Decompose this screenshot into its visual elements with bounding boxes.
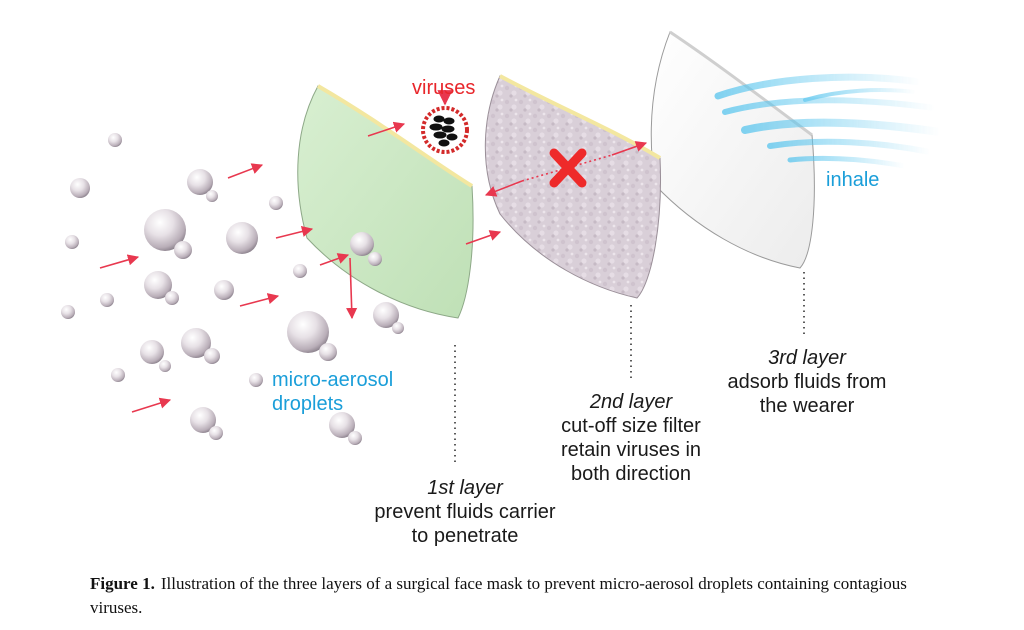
arrows xyxy=(99,90,648,413)
droplet-icon xyxy=(319,343,337,361)
droplet-icon xyxy=(140,340,164,364)
droplet-icon xyxy=(226,222,258,254)
droplet-icon xyxy=(350,232,374,256)
arrow-icon xyxy=(99,254,140,269)
droplet-icon xyxy=(61,305,75,319)
arrow-icon xyxy=(131,397,172,413)
droplet-icon xyxy=(204,348,220,364)
viruses-label: viruses xyxy=(412,77,476,99)
droplet-icon xyxy=(329,412,355,438)
layer2-line2: retain viruses in xyxy=(560,439,702,461)
layer2-title: 2nd layer xyxy=(589,391,673,413)
layer3-line1: adsorb fluids from xyxy=(727,371,887,393)
droplet-icon xyxy=(373,302,399,328)
droplet-icon xyxy=(368,252,382,266)
layer3-line2: the wearer xyxy=(759,395,855,417)
droplet-icon xyxy=(111,368,125,382)
droplet-icon xyxy=(108,133,122,147)
airflow-icon xyxy=(714,73,944,169)
layer2-line1: cut-off size filter xyxy=(561,415,701,437)
layer1-line1: prevent fluids carrier xyxy=(374,501,556,523)
droplet-icon xyxy=(181,328,211,358)
layer1-label: 1st layer prevent fluids carrier to pene… xyxy=(360,476,570,548)
arrow-icon xyxy=(346,257,358,320)
droplet-icon xyxy=(269,196,283,210)
arrow-icon xyxy=(611,141,648,156)
arrow-icon xyxy=(367,121,406,137)
droplet-icon xyxy=(100,293,114,307)
droplet-icon xyxy=(144,209,186,251)
arrow-icon xyxy=(227,163,264,179)
droplets-label-line1: micro-aerosol xyxy=(272,369,394,391)
arrow-icon xyxy=(239,293,280,307)
layer2-label: 2nd layer cut-off size filter retain vir… xyxy=(536,390,726,486)
droplets xyxy=(61,133,404,445)
layer1-title: 1st layer xyxy=(427,477,503,499)
droplet-icon xyxy=(187,169,213,195)
arrow-icon xyxy=(319,253,350,266)
layer3-label: 3rd layer adsorb fluids from the wearer xyxy=(712,346,902,418)
droplet-icon xyxy=(144,271,172,299)
droplet-icon xyxy=(249,373,263,387)
arrow-icon xyxy=(275,226,314,239)
droplets-label: micro-aerosol droplets xyxy=(272,368,393,416)
layer3-title: 3rd layer xyxy=(768,347,846,369)
droplet-icon xyxy=(174,241,192,259)
droplet-icon xyxy=(287,311,329,353)
layer2-panel xyxy=(484,74,662,299)
layer2-line3: both direction xyxy=(570,463,692,485)
droplet-icon xyxy=(65,235,79,249)
layer1-line2: to penetrate xyxy=(411,525,519,547)
figure-caption: Figure 1.Illustration of the three layer… xyxy=(90,572,950,620)
figure-caption-text: Illustration of the three layers of a su… xyxy=(90,574,907,617)
droplet-icon xyxy=(214,280,234,300)
inhale-label: inhale xyxy=(826,169,880,191)
droplet-icon xyxy=(293,264,307,278)
droplet-icon xyxy=(159,360,171,372)
droplet-icon xyxy=(165,291,179,305)
figure-caption-label: Figure 1. xyxy=(90,574,155,593)
leader-lines xyxy=(454,272,805,462)
layer3-panel xyxy=(650,30,815,269)
droplet-icon xyxy=(70,178,90,198)
droplet-icon xyxy=(206,190,218,202)
droplet-icon xyxy=(348,431,362,445)
arrow-icon xyxy=(465,230,502,245)
droplet-icon xyxy=(392,322,404,334)
droplets-label-line2: droplets xyxy=(272,393,344,415)
droplet-icon xyxy=(190,407,216,433)
virus-icon xyxy=(421,106,469,154)
droplet-icon xyxy=(209,426,223,440)
arrow-icon xyxy=(484,180,523,197)
blocked-x-icon xyxy=(549,148,587,188)
